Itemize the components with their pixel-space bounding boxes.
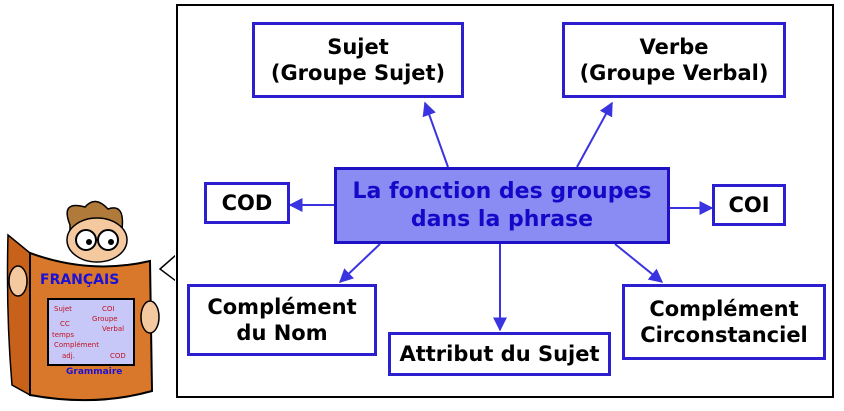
arrow-to-cc [614, 243, 664, 283]
node-coi: COI [712, 184, 786, 226]
node-cod: COD [204, 182, 290, 224]
book-word: Verbal [102, 325, 125, 333]
book-word: CC [60, 320, 70, 328]
arrow-to-cdn [338, 243, 381, 283]
book-title: FRANÇAIS [40, 272, 120, 288]
node-complement-circonstanciel: Complément Circonstanciel [622, 284, 826, 360]
center-node: La fonction des groupes dans la phrase [334, 167, 670, 244]
arrow-to-verbe [576, 101, 613, 168]
mascot-drawing [6, 200, 177, 402]
mascot-illustration: FRANÇAIS Sujet COI Groupe CC Verbal temp… [0, 195, 177, 407]
book-word: Sujet [54, 305, 72, 313]
book-word: Complément [54, 341, 99, 349]
node-attribut-du-sujet: Attribut du Sujet [388, 332, 611, 376]
arrow-to-sujet [422, 101, 449, 168]
node-verbe: Verbe (Groupe Verbal) [562, 22, 786, 98]
book-word: Groupe [92, 315, 118, 323]
book-word: temps [52, 331, 74, 339]
book-word: adj. [62, 352, 75, 360]
book-word: COD [110, 352, 126, 360]
node-sujet: Sujet (Groupe Sujet) [252, 22, 464, 98]
book-word: COI [102, 305, 115, 313]
node-complement-du-nom: Complément du Nom [187, 284, 377, 356]
book-footer: Grammaire [66, 367, 123, 377]
